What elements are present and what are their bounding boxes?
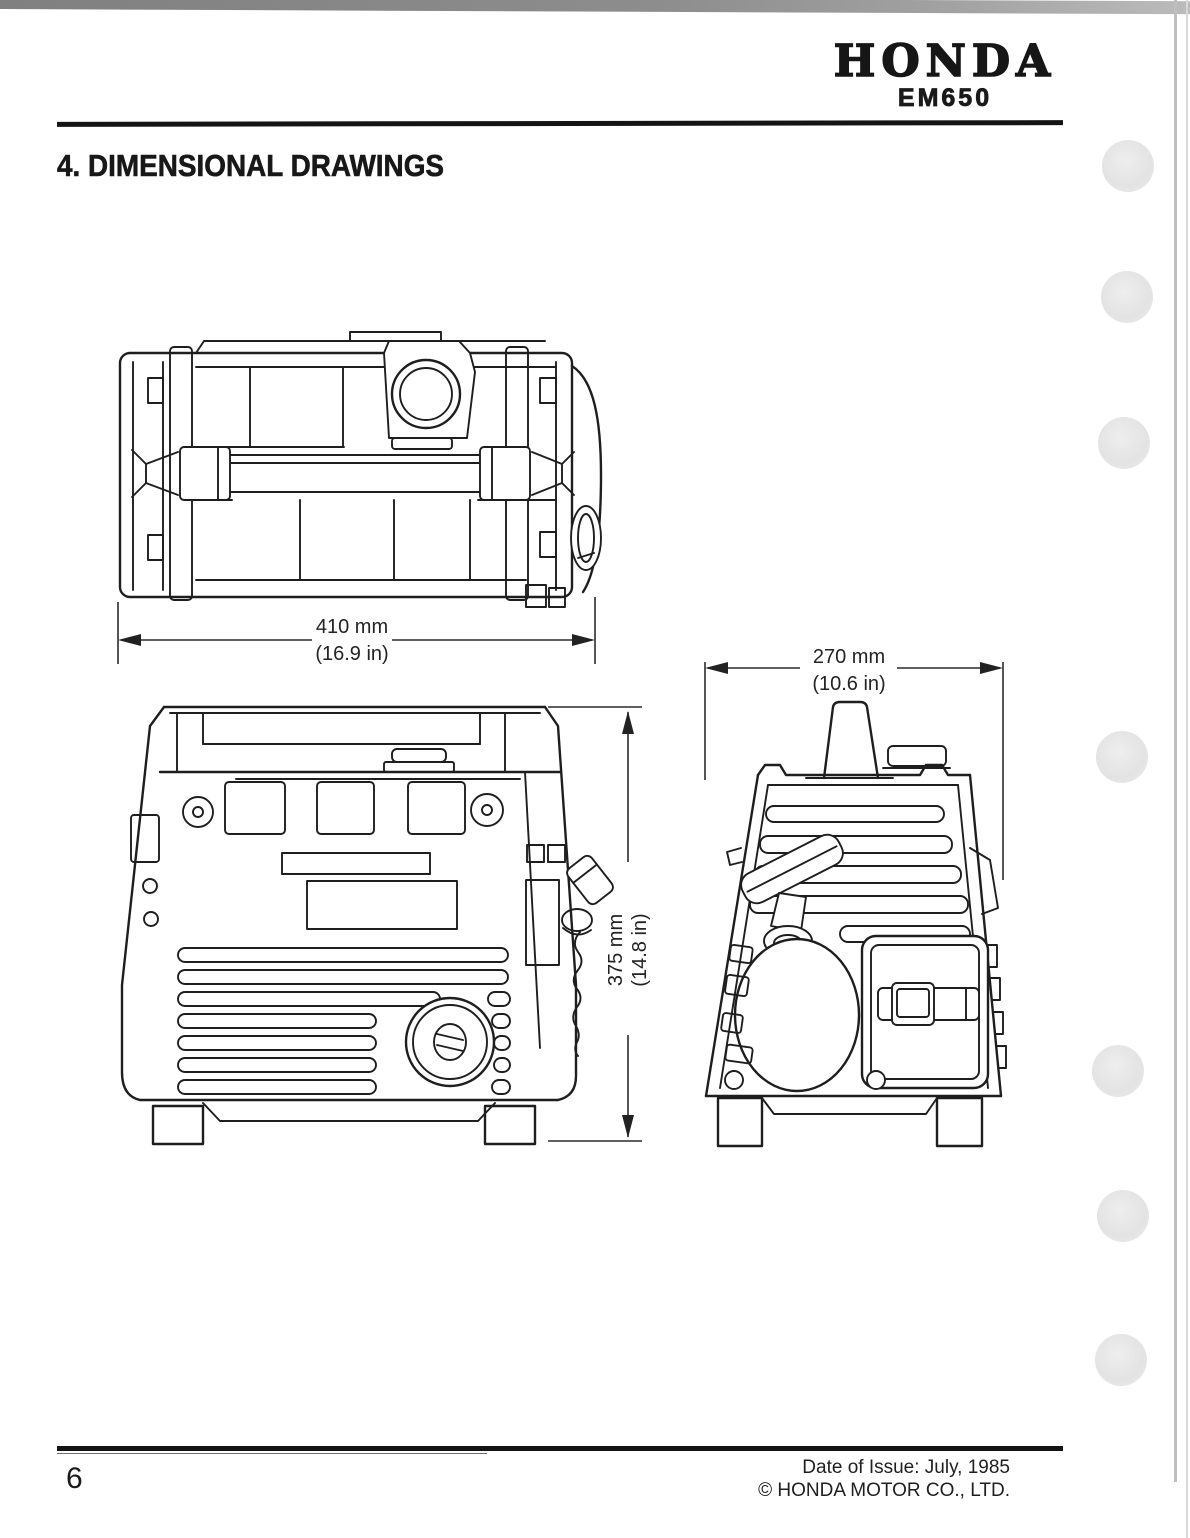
starter-grip — [740, 833, 844, 905]
binder-hole — [1095, 1334, 1147, 1386]
receptacle — [407, 781, 466, 835]
fuel-valve-dial — [404, 996, 496, 1088]
honda-logo: HONDA — [833, 35, 1057, 88]
footer-rule — [57, 1446, 1063, 1451]
binder-hole — [1101, 271, 1153, 323]
copyright: © HONDA MOTOR CO., LTD. — [758, 1480, 1010, 1501]
binder-hole — [1098, 417, 1150, 469]
spec-plate — [306, 880, 458, 930]
page-number: 6 — [66, 1462, 83, 1495]
front-view-drawing — [120, 705, 614, 1146]
width-dimension: 410 mm (16.9 in) — [117, 597, 596, 665]
spark-plug-wire — [572, 931, 583, 1057]
depth-dimension: 270 mm (10.6 in) — [704, 646, 1004, 880]
height-in-label: (14.8 in) — [629, 913, 651, 986]
carry-handle — [199, 454, 511, 493]
height-dimension: 375 mm (14.8 in) — [548, 706, 651, 1142]
foot — [483, 1104, 537, 1146]
width-mm-label: 410 mm — [316, 616, 388, 638]
foot — [716, 1096, 764, 1148]
model-number: EM650 — [897, 84, 993, 113]
fuel-cap-circle — [390, 358, 462, 430]
binder-hole — [1102, 140, 1154, 192]
fuel-cap-front — [391, 748, 447, 763]
scan-edge-right-outer — [1186, 0, 1188, 1538]
date-of-issue: Date of Issue: July, 1985 — [802, 1457, 1010, 1478]
binder-hole — [1092, 1045, 1144, 1097]
scan-edge-right — [1174, 0, 1177, 1482]
muffler-latch — [891, 982, 935, 1026]
height-mm-label: 375 mm — [605, 914, 627, 986]
page-title: 4. DIMENSIONAL DRAWINGS — [57, 148, 445, 184]
binder-hole — [1096, 731, 1148, 783]
foot — [151, 1104, 205, 1146]
width-in-label: (16.9 in) — [315, 643, 388, 665]
side-knob — [570, 505, 602, 571]
receptacle — [224, 781, 286, 835]
top-view-drawing — [118, 331, 603, 608]
footer-rule-thin — [57, 1453, 487, 1454]
spark-plug-cap — [566, 854, 614, 906]
foot — [935, 1096, 984, 1148]
depth-mm-label: 270 mm — [813, 646, 885, 668]
fan-cover — [733, 937, 861, 1093]
fuel-cap-side — [887, 745, 947, 767]
side-view-drawing — [704, 700, 1007, 1148]
depth-in-label: (10.6 in) — [812, 673, 885, 695]
receptacle — [316, 781, 375, 835]
name-plate — [281, 852, 431, 875]
binder-hole — [1097, 1190, 1149, 1242]
